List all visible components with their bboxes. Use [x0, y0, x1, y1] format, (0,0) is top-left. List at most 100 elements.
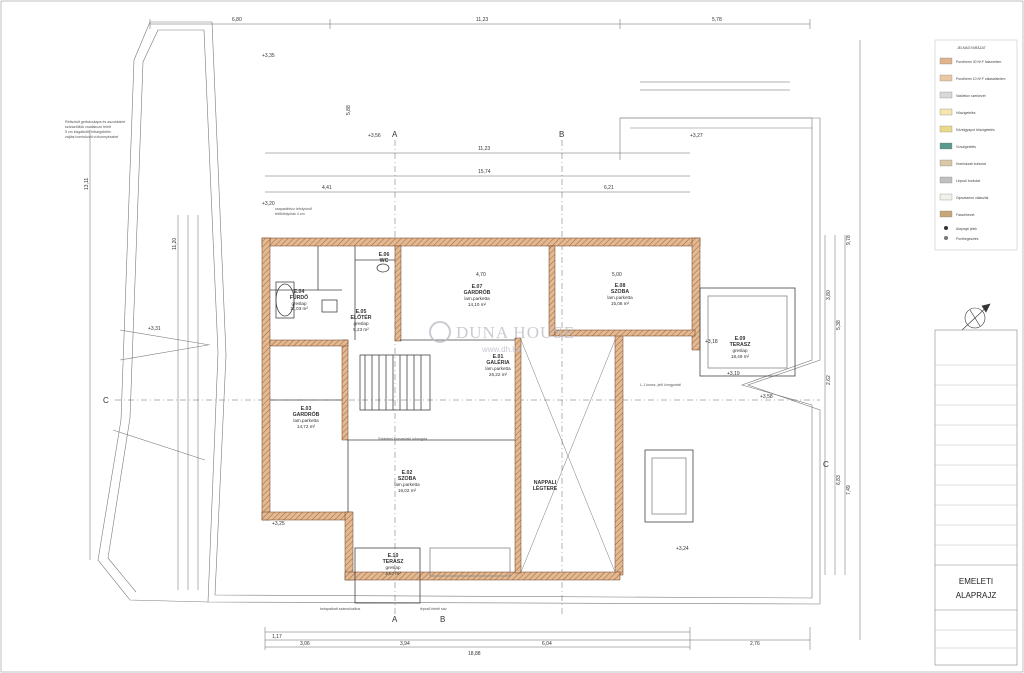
level-3: +3,56: [368, 133, 381, 139]
axis-c-right: C: [823, 460, 829, 469]
legend-label: Porotherm 30 N+F falazóelem: [956, 60, 1001, 64]
dim-second: 15,74: [478, 169, 491, 175]
legend-swatch: [939, 142, 953, 150]
void-label: NAPPALI LÉGTERE: [533, 480, 558, 492]
svg-text:lam.parketta: lam.parketta: [485, 366, 511, 371]
svg-text:5,23 m²: 5,23 m²: [353, 327, 369, 332]
svg-text:ELŐTÉR: ELŐTÉR: [350, 313, 371, 321]
dim-inner: 11,23: [478, 146, 490, 152]
level-1: +3,35: [262, 53, 275, 59]
svg-text:TERASZ: TERASZ: [730, 342, 752, 348]
room-label-e01: E.01 GALÉRIA lam.parketta 26,22 m²: [485, 354, 511, 377]
svg-text:E.07: E.07: [472, 284, 483, 290]
dim-left-3: 5,88: [346, 105, 352, 115]
level-6: +3,18: [705, 339, 718, 345]
axis-b-bottom: B: [440, 615, 445, 624]
note-9: betapatkatt számsíkalkos: [320, 607, 361, 611]
axis-a-top: A: [392, 130, 398, 139]
svg-text:lam.parketta: lam.parketta: [607, 295, 633, 300]
north-arrow-icon: [961, 303, 991, 331]
level-4: +3,31: [148, 326, 161, 332]
dim-bot-3: 3,94: [400, 641, 410, 647]
note-7: Szfaldeel Porvardaki odorogda: [378, 437, 427, 441]
svg-text:greslap: greslap: [732, 348, 748, 353]
svg-text:GARDRÓB: GARDRÓB: [464, 288, 491, 296]
legend-swatch: [939, 125, 953, 133]
svg-text:11,03 m²: 11,03 m²: [290, 306, 308, 311]
sheet-title-line2: ALAPRAJZ: [956, 591, 997, 600]
dim-bot-2: 3,06: [300, 641, 310, 647]
svg-text:26,22 m²: 26,22 m²: [489, 372, 508, 377]
svg-text:greslap: greslap: [291, 301, 307, 306]
dim-top-2: 11,23: [476, 17, 488, 23]
sheet-title-line1: EMELETI: [959, 577, 993, 586]
note-6: tetőkifolyólak 4 cm: [275, 212, 305, 216]
room-label-e10: E.10 TERASZ greslap 4,57 m²: [383, 553, 405, 576]
dim-right-3: 5,38: [836, 320, 842, 330]
svg-text:greslap: greslap: [353, 321, 369, 326]
legend-symbol-note-2: Ponthegesztés: [956, 237, 979, 241]
svg-text:LÉGTERE: LÉGTERE: [533, 484, 558, 492]
svg-text:4,57 m²: 4,57 m²: [385, 571, 401, 576]
svg-text:SZOBA: SZOBA: [398, 476, 416, 482]
room-label-e08: E.08 SZOBA lam.parketta 15,08 m²: [607, 283, 633, 306]
svg-text:WC: WC: [380, 258, 389, 264]
legend-symbol-circle-icon: [944, 236, 948, 240]
level-5: +3,27: [690, 133, 703, 139]
void-cross: [520, 339, 616, 573]
legend-swatch: [939, 159, 953, 167]
axis-c-left: C: [103, 396, 109, 405]
dim-right-6: 7,49: [846, 485, 852, 495]
level-8: +3,25: [272, 521, 285, 527]
svg-text:15,08 m²: 15,08 m²: [611, 301, 630, 306]
dim-sub-2: 6,21: [604, 185, 614, 191]
dim-sub-1: 4,41: [322, 185, 332, 191]
axis-markers: A B A B C C: [103, 130, 829, 624]
note-1: Rétisztott gerbácskapa és aszokkabel: [65, 120, 126, 124]
legend-label: Vasbeton szerkezet: [956, 94, 986, 98]
svg-text:16,02 m²: 16,02 m²: [398, 488, 417, 493]
dim-right-1: 9,78: [846, 235, 852, 245]
dim-bot-5: 2,76: [750, 641, 760, 647]
dimension-labels: 6,80 11,23 5,78 11,23 15,74 4,41 6,21 4,…: [84, 17, 852, 657]
axis-b-top: B: [559, 130, 564, 139]
watermark-url: www.dh.hu: [481, 345, 521, 354]
svg-text:E.10: E.10: [388, 553, 399, 559]
legend-swatch: [939, 210, 953, 218]
svg-text:E.05: E.05: [356, 309, 367, 315]
svg-text:lam.parketta: lam.parketta: [464, 296, 490, 301]
note-10: lépcső feletti sáv: [420, 607, 447, 611]
dim-top-1: 6,80: [232, 17, 242, 23]
dimension-lines: [89, 19, 861, 650]
svg-text:E.03: E.03: [301, 406, 312, 412]
dim-left-1: 13,11: [84, 178, 90, 190]
legend-panel: JELMAGYARÁZAT Porotherm 30 N+F falazóele…: [934, 39, 1018, 251]
legend-label: Faszerkezet: [956, 213, 975, 217]
svg-text:E.01: E.01: [493, 354, 504, 360]
svg-text:lam.parketta: lam.parketta: [394, 482, 420, 487]
level-9: +3,19: [727, 371, 740, 377]
legend-swatch: [939, 176, 953, 184]
legend-swatch: [939, 193, 953, 201]
svg-text:E.04: E.04: [294, 289, 305, 295]
room-label-e04: E.04 FÜRDŐ greslap 11,03 m²: [290, 289, 309, 311]
note-5: csapadékvíz lefolyócső: [275, 207, 312, 211]
note-4: zájtás homlokzati vízkonnyézabel: [65, 135, 119, 139]
svg-text:E.02: E.02: [402, 470, 413, 476]
svg-text:14,72 m²: 14,72 m²: [297, 424, 316, 429]
note-3: 5 cm kisgátkötő hőszigetelés: [65, 130, 111, 134]
legend-swatch: [939, 74, 953, 82]
level-10: +3,58: [760, 394, 773, 400]
svg-text:SZOBA: SZOBA: [611, 289, 629, 295]
note-2: száraztöltök csatlakozó felett: [65, 125, 111, 129]
legend-label: Kőzetgyapot hőszigetelés: [956, 128, 995, 132]
svg-text:lam.parketta: lam.parketta: [293, 418, 319, 423]
svg-text:14,10 m²: 14,10 m²: [468, 302, 487, 307]
legend-label: Hőszigetelés: [956, 111, 976, 115]
svg-text:E.06: E.06: [379, 252, 390, 258]
legend-label: Porotherm 10 N+F válaszfalelem: [956, 77, 1006, 81]
dim-bot-4: 6,04: [542, 641, 552, 647]
legend-symbol-note-1: Alaprajzi jelek: [956, 227, 977, 231]
legend-label: Vízszigetelés: [956, 145, 976, 149]
